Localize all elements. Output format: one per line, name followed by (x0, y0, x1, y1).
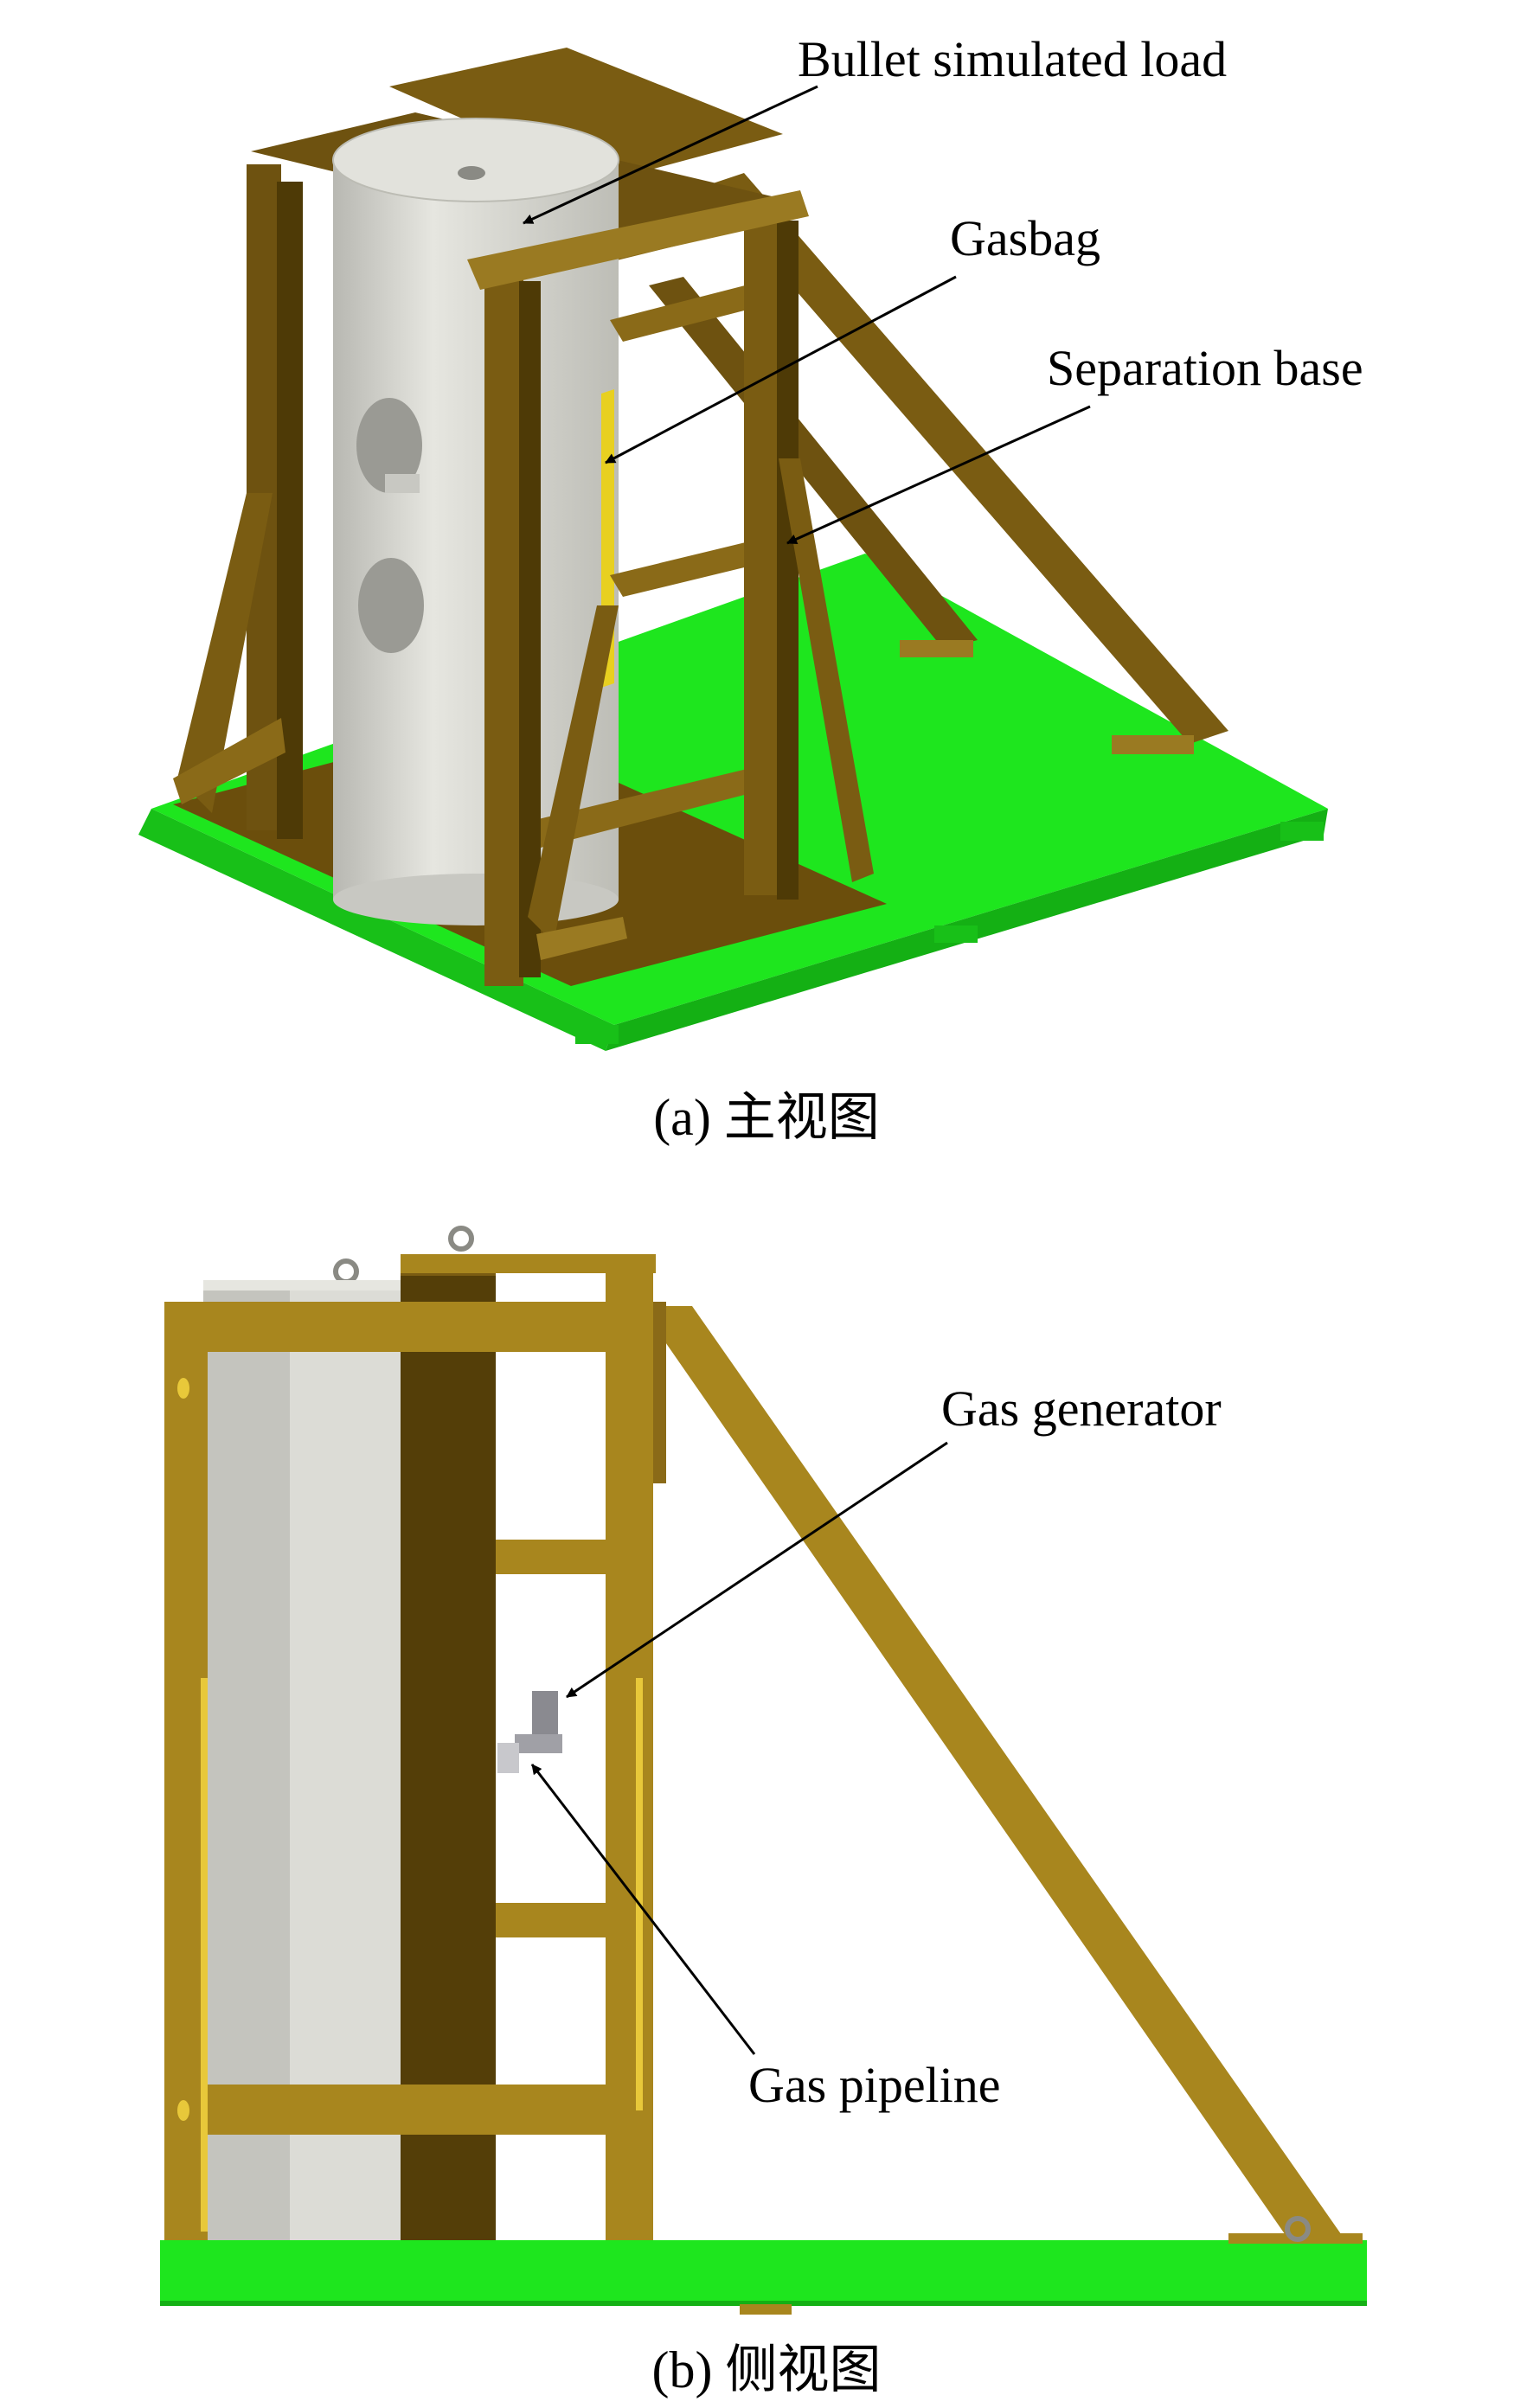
side-green-base (160, 2233, 1367, 2315)
side-outer-frame (164, 1254, 666, 2240)
annotation-arrows-b (530, 1441, 948, 2055)
label-gas-pipeline: Gas pipeline (748, 2057, 1001, 2113)
diagonal-braces (649, 173, 1228, 754)
lifting-eye-icon (1285, 2216, 1311, 2242)
bolt-icon (177, 2100, 189, 2121)
label-gasbag: Gasbag (950, 210, 1100, 266)
lifting-eye-icon (448, 1226, 474, 1252)
label-gas-generator: Gas generator (941, 1380, 1222, 1437)
arrow-separation-base (786, 405, 1091, 545)
side-cylinder (203, 1280, 402, 2240)
label-bullet-simulated-load: Bullet simulated load (798, 31, 1227, 87)
caption-a: (a) 主视图 (653, 1089, 880, 1146)
arrow-gas-pipeline (530, 1764, 756, 2055)
lifting-eye-icon (333, 1258, 359, 1284)
side-dark-column (401, 1254, 496, 2240)
arrow-gasbag (605, 275, 957, 464)
arrow-bullet-load (523, 85, 818, 225)
bolt-icons (177, 1378, 189, 2121)
bolt-icon (177, 1378, 189, 1399)
left-frame (173, 164, 303, 839)
annotation-arrows-a (523, 85, 1091, 545)
arrow-gas-generator (566, 1441, 948, 1699)
panel-a-front-view: Bullet simulated load Gasbag Separation … (138, 31, 1363, 1146)
caption-b: (b) 侧视图 (652, 2341, 882, 2398)
side-diagonal-brace (640, 1306, 1345, 2240)
front-frame (467, 190, 874, 986)
label-separation-base: Separation base (1047, 340, 1363, 396)
panel-b-side-view: Gas generator Gas pipeline (b) 侧视图 (160, 1226, 1367, 2398)
gas-generator (497, 1691, 562, 1773)
